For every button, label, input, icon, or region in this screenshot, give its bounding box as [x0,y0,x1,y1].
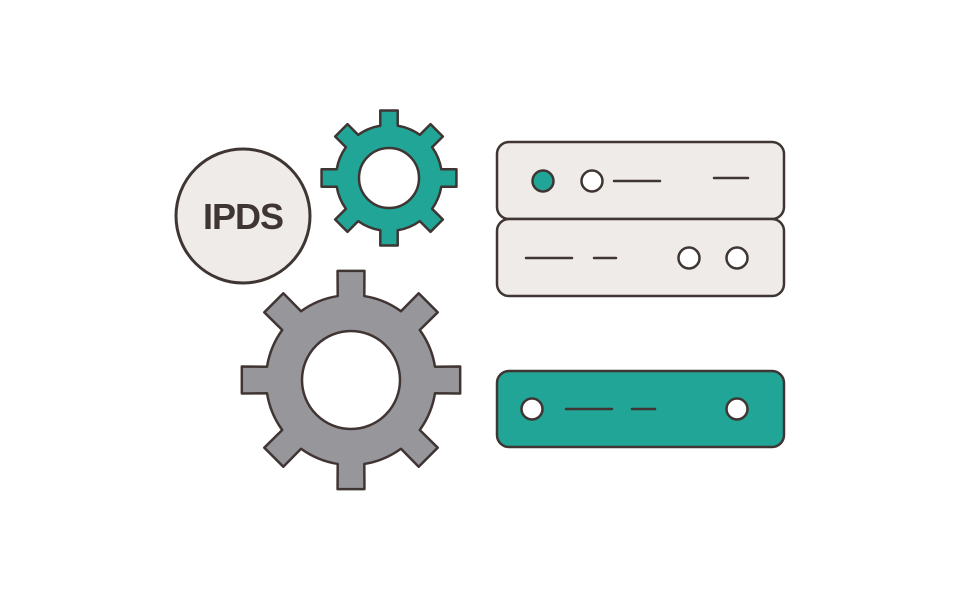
server-unit-top [495,140,786,221]
server-unit-bottom [495,369,786,449]
gray-gear-body [240,269,462,491]
status-led-icon [531,169,555,193]
indicator-light-icon [677,246,701,270]
indicator-light-icon [725,397,749,421]
server-unit-middle [495,217,786,298]
gray-gear-icon [240,269,462,491]
teal-gear-icon [320,109,458,247]
ipds-badge: IPDS [174,147,312,285]
indicator-light-icon [520,397,544,421]
teal-gear-body [320,109,458,247]
indicator-light-icon [725,246,749,270]
ipds-badge-circle [174,147,312,285]
indicator-light-icon [580,169,604,193]
server-unit-middle-panel [495,217,786,298]
ipds-badge-label: IPDS [203,196,283,237]
